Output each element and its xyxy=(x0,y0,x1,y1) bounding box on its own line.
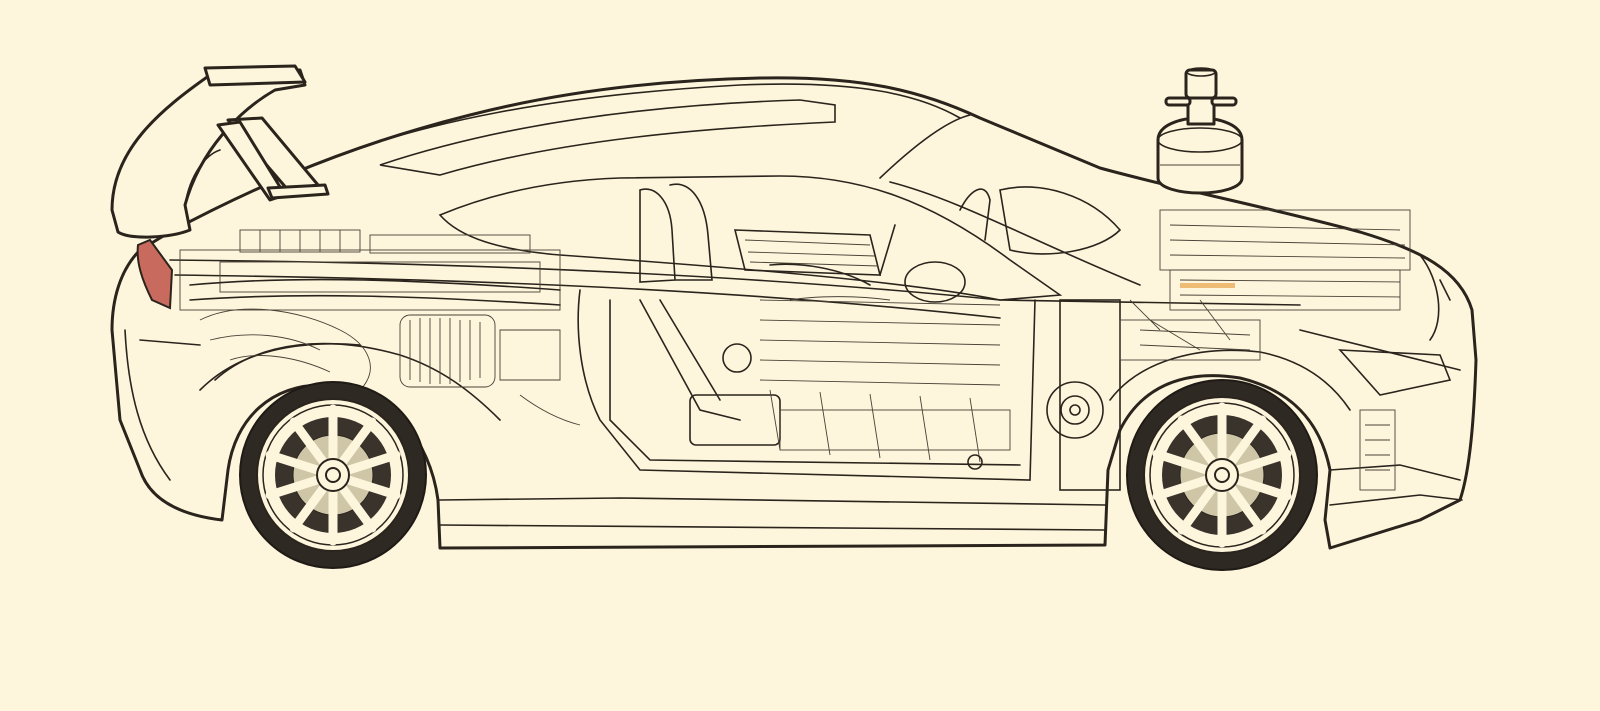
front-wheel xyxy=(1126,379,1318,571)
rear-wheel xyxy=(239,381,427,569)
car-body xyxy=(110,76,1478,550)
roof-canister xyxy=(1156,67,1244,195)
front-components xyxy=(1046,209,1440,491)
cabin-detail xyxy=(639,183,1122,470)
engine-detail xyxy=(179,229,581,426)
tail-light xyxy=(136,238,174,310)
rear-wing-spoiler xyxy=(110,64,330,239)
